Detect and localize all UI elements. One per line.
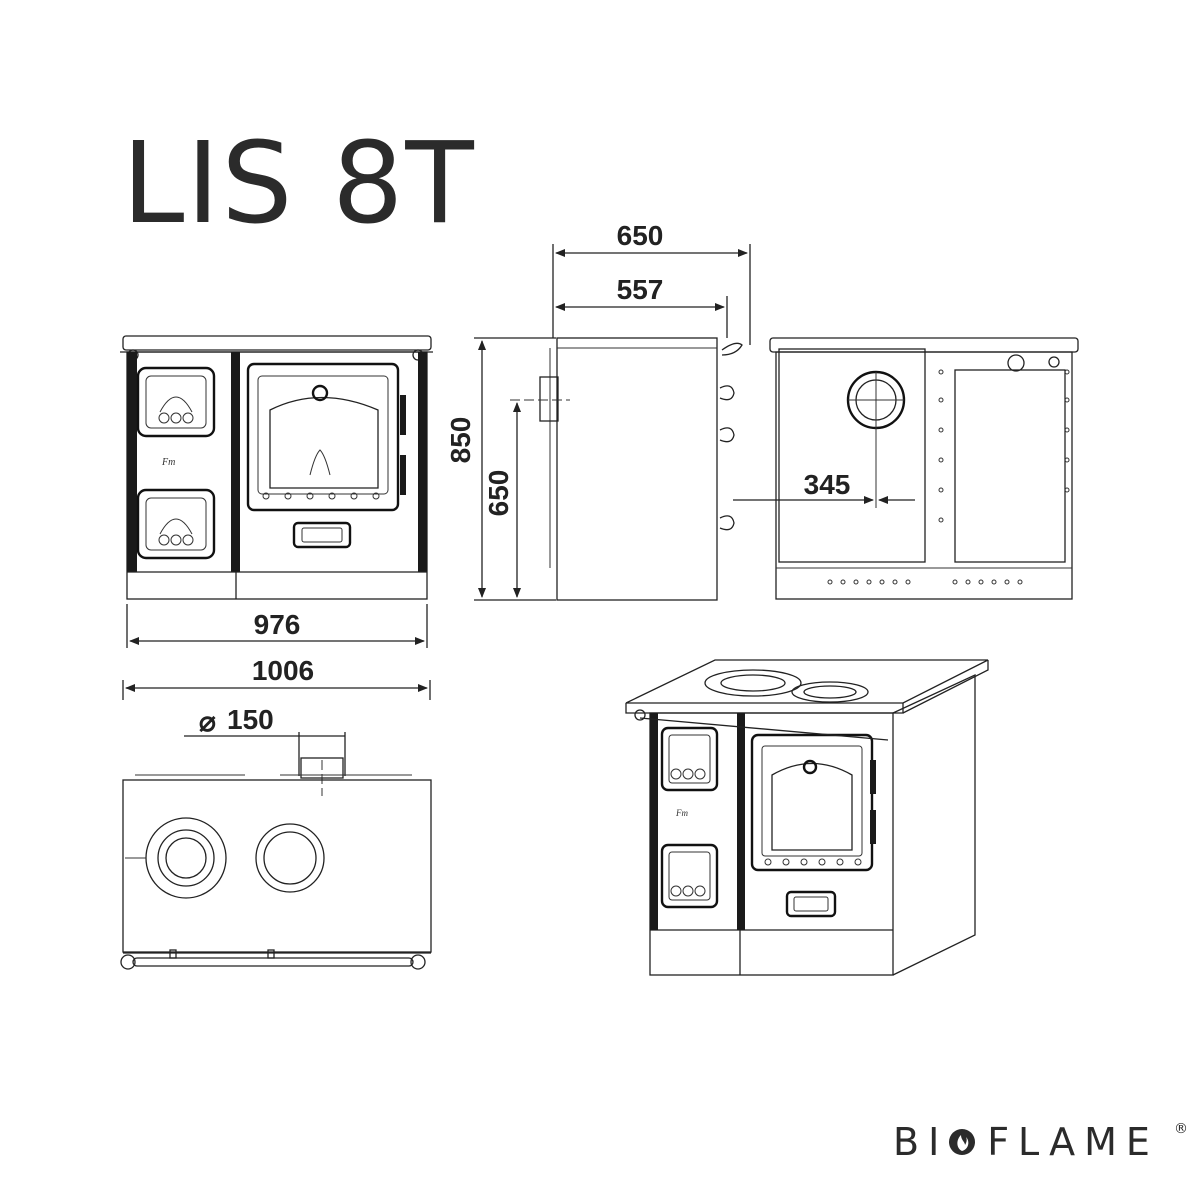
- diameter-symbol: ⌀: [199, 706, 216, 737]
- dim-flue-diameter: 150: [227, 704, 274, 735]
- svg-text:Fm: Fm: [161, 457, 175, 468]
- brand-name-text: BIOFLAME: [893, 1120, 1159, 1164]
- registered-mark-icon: ®: [1174, 1121, 1188, 1138]
- brand-logo: BIOFLAME ®: [893, 1120, 1194, 1164]
- dim-height-total: 850: [445, 417, 476, 464]
- brand-name-part-right: FLAME: [987, 1120, 1159, 1164]
- dim-width-body: 976: [254, 609, 301, 640]
- back-view: [733, 337, 1079, 600]
- brand-name-flame-letter: O: [948, 1120, 987, 1164]
- dim-width-total-lines: [122, 680, 431, 700]
- dim-depth-total: 650: [617, 220, 664, 251]
- dim-flue-offset: 345: [804, 469, 851, 500]
- dim-height-flue: 650: [483, 470, 514, 517]
- dim-depth-body: 557: [617, 274, 664, 305]
- svg-text:Fm: Fm: [675, 808, 688, 818]
- front-view: Fm: [120, 335, 433, 648]
- flame-logo-icon: [949, 1129, 975, 1155]
- brand-name-part-left: BI: [893, 1120, 949, 1164]
- diagram-title: LIS 8T: [122, 119, 476, 249]
- side-view: [474, 244, 751, 601]
- dim-width-total: 1006: [252, 655, 314, 686]
- top-view: [120, 732, 432, 970]
- perspective-view: Fm: [625, 659, 989, 976]
